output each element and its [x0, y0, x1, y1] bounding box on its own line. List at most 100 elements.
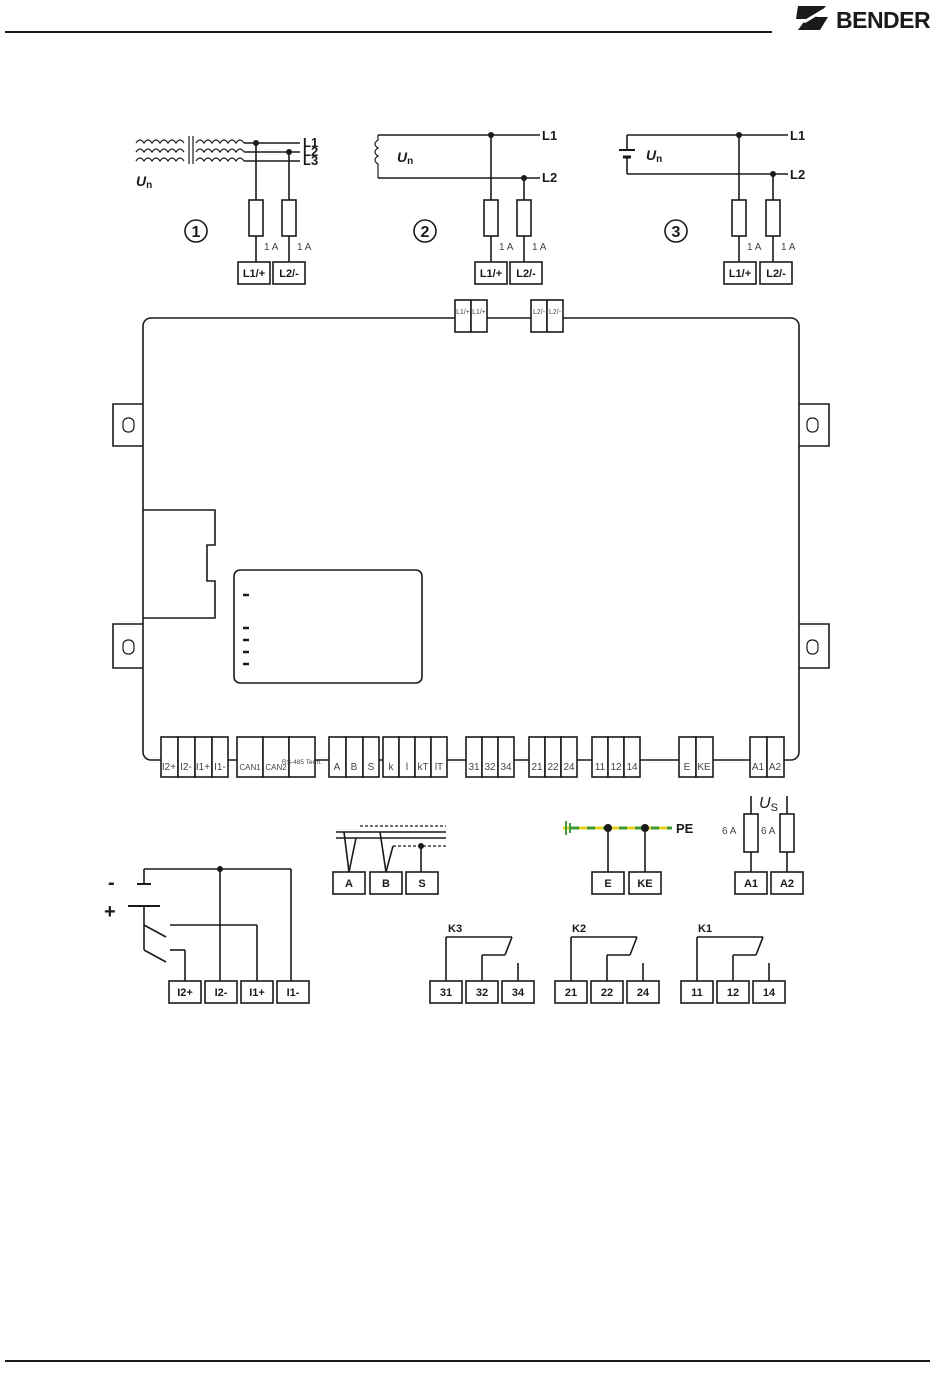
strip-label: 12 — [610, 762, 622, 773]
device-terminal-strip: I2+ I2- I1+ I1- CAN1 CAN2 RS-485 Term. A… — [161, 737, 784, 777]
plus-label: + — [104, 901, 116, 923]
fuse-rating: 6 A — [761, 826, 776, 837]
side-notch — [143, 510, 215, 618]
relay-label: K1 — [698, 923, 712, 935]
terminal-label: 24 — [637, 987, 650, 999]
bender-logo-icon — [796, 6, 828, 30]
relay-k1: K1 11 12 14 — [681, 923, 785, 1003]
strip-label: RS-485 Term. — [282, 759, 322, 766]
transformer-coils-icon — [136, 136, 244, 164]
line-label-l2: L2 — [790, 167, 805, 182]
terminal-label: I1- — [287, 987, 300, 999]
terminal-label: KE — [637, 878, 652, 890]
terminal-label: L1/+ — [729, 268, 751, 280]
variant-number: 3 — [672, 224, 681, 241]
ac-coil-icon — [375, 135, 378, 178]
terminal-label: 31 — [440, 987, 452, 999]
strip-label: CAN1 — [239, 763, 261, 772]
relay-k2: K2 21 22 24 — [555, 923, 659, 1003]
display-window — [234, 570, 422, 683]
strip-label: 34 — [500, 762, 512, 773]
terminal-label: L1/+ — [480, 268, 502, 280]
strip-label: A2 — [769, 762, 782, 773]
terminal-label: 21 — [565, 987, 577, 999]
terminal-label: A1 — [744, 878, 758, 890]
fuse-rating: 1 A — [297, 242, 312, 253]
fuse-2-icon — [517, 200, 531, 236]
strip-label: l — [406, 762, 408, 773]
mounting-lug — [113, 404, 829, 668]
strip-label: 31 — [468, 762, 480, 773]
source-label: Un — [397, 149, 413, 167]
fuse-rating: 1 A — [747, 242, 762, 253]
strip-label: I1+ — [196, 762, 210, 773]
strip-label: 11 — [595, 762, 606, 773]
fuse-rating: 6 A — [722, 826, 737, 837]
strip-label: lT — [435, 762, 443, 773]
strip-label: 21 — [531, 762, 543, 773]
fuse-1-icon — [249, 200, 263, 236]
top-connector-label: L2/- — [533, 309, 546, 316]
bus-wiring: A B S — [333, 826, 446, 894]
strip-label: B — [351, 762, 358, 773]
strip-label: I2+ — [162, 762, 176, 773]
line-label-l2: L2 — [542, 170, 557, 185]
terminal-label: L2/- — [516, 268, 536, 280]
us-label: US — [759, 795, 778, 814]
terminal-label: I1+ — [249, 987, 265, 999]
supply-variant-2: L1 L2 1 A 1 A Un 2 L1/+ L2/- — [375, 128, 557, 284]
current-input-wiring: - + I2+ I2- I1+ I1- — [104, 866, 309, 1003]
led-indicators — [243, 595, 249, 664]
fuse-rating: 1 A — [264, 242, 279, 253]
terminal-label: 14 — [763, 987, 776, 999]
top-connector-label: L1/+ — [456, 309, 470, 316]
terminal-label: L2/- — [279, 268, 299, 280]
terminal-label: A — [345, 878, 353, 890]
strip-label: I1- — [214, 762, 226, 773]
supply-variant-3: L1 L2 1 A 1 A Un 3 L1/+ L2/- — [619, 128, 805, 284]
strip-label: E — [684, 762, 691, 773]
variant-number: 1 — [192, 224, 201, 241]
terminal-label: 22 — [601, 987, 613, 999]
pe-label: PE — [676, 821, 694, 836]
top-connector-label: L2/- — [549, 309, 562, 316]
terminal-label: I2+ — [177, 987, 193, 999]
terminal-label: 12 — [727, 987, 739, 999]
fuse-icon — [780, 814, 794, 852]
strip-label: 22 — [547, 762, 559, 773]
phase-label-l3: L3 — [303, 153, 318, 168]
fuse-rating: 1 A — [499, 242, 514, 253]
relay-label: K3 — [448, 923, 462, 935]
terminal-label: E — [604, 878, 611, 890]
fuse-1-icon — [732, 200, 746, 236]
strip-label: I2- — [180, 762, 192, 773]
terminal-label: L2/- — [766, 268, 786, 280]
supply-variant-1: L1 L2 L3 1 A 1 A Un 1 L1/+ L2/- — [136, 135, 318, 284]
top-connector-label: L1/+ — [472, 309, 486, 316]
supply-voltage-wiring: US 6 A 6 A A1 A2 — [722, 795, 803, 894]
earth-wiring: PE E KE — [563, 821, 694, 894]
fuse-rating: 1 A — [532, 242, 547, 253]
terminal-label: 11 — [691, 987, 703, 999]
terminal-label: I2- — [215, 987, 228, 999]
line-label-l1: L1 — [790, 128, 805, 143]
strip-label: 32 — [484, 762, 496, 773]
terminal-label: B — [382, 878, 390, 890]
variant-number: 2 — [421, 224, 430, 241]
fuse-1-icon — [484, 200, 498, 236]
terminal-label: S — [418, 878, 425, 890]
device-housing: L1/+ L1/+ L2/- L2/- — [113, 300, 829, 760]
strip-label: 24 — [563, 762, 575, 773]
strip-label: A — [334, 762, 341, 773]
strip-label: 14 — [626, 762, 638, 773]
fuse-2-icon — [766, 200, 780, 236]
terminal-label: 34 — [512, 987, 525, 999]
fuse-rating: 1 A — [781, 242, 796, 253]
strip-label: KE — [697, 762, 711, 773]
line-label-l1: L1 — [542, 128, 557, 143]
strip-label: kT — [417, 762, 428, 773]
source-label: Un — [646, 147, 662, 165]
brand-name: BENDER — [836, 7, 931, 33]
terminal-label: A2 — [780, 878, 794, 890]
